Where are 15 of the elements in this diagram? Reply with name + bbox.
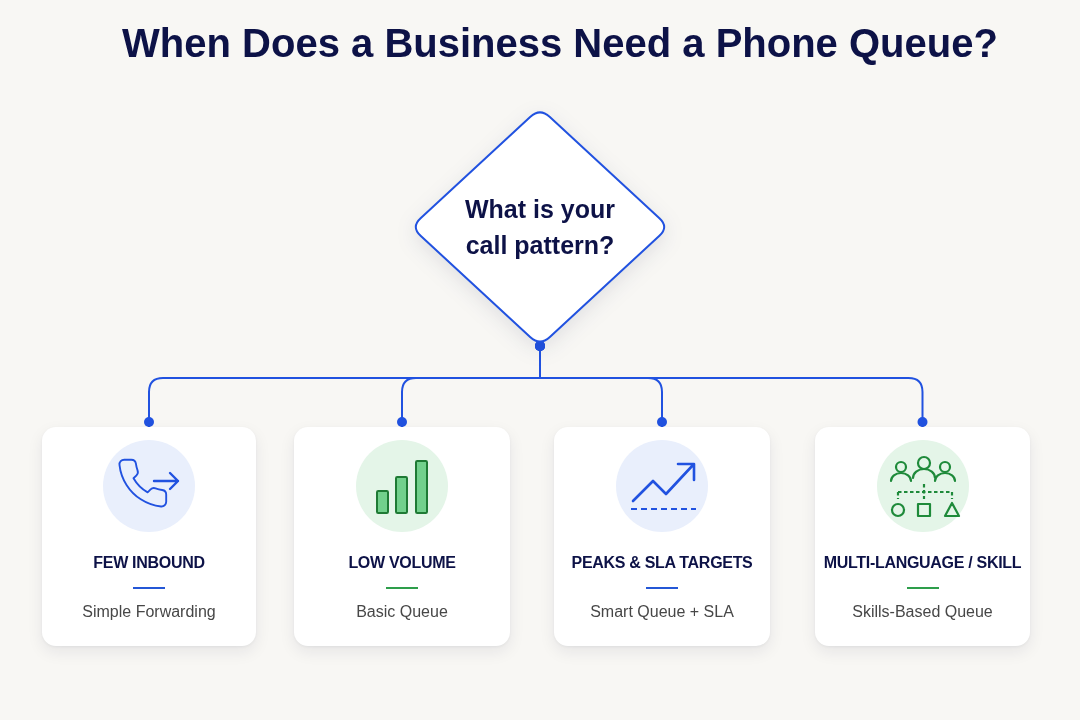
diagram-title: When Does a Business Need a Phone Queue? bbox=[122, 20, 998, 67]
option-card bbox=[294, 427, 510, 646]
option-card bbox=[554, 427, 770, 646]
card-subtitle: Smart Queue + SLA bbox=[590, 602, 734, 622]
card-heading: FEW INBOUND bbox=[93, 553, 205, 573]
connector-line bbox=[535, 341, 928, 428]
card-subtitle: Basic Queue bbox=[356, 602, 448, 622]
card-heading: LOW VOLUME bbox=[348, 553, 456, 573]
card-heading: PEAKS & SLA TARGETS bbox=[571, 553, 753, 573]
card-heading: MULTI-LANGUAGE / SKILL bbox=[823, 553, 1022, 573]
question-text: What is your call pattern? bbox=[464, 194, 616, 261]
card-subtitle: Skills-Based Queue bbox=[852, 602, 993, 622]
option-card bbox=[815, 427, 1030, 646]
option-card bbox=[42, 427, 256, 646]
card-subtitle: Simple Forwarding bbox=[82, 602, 216, 622]
